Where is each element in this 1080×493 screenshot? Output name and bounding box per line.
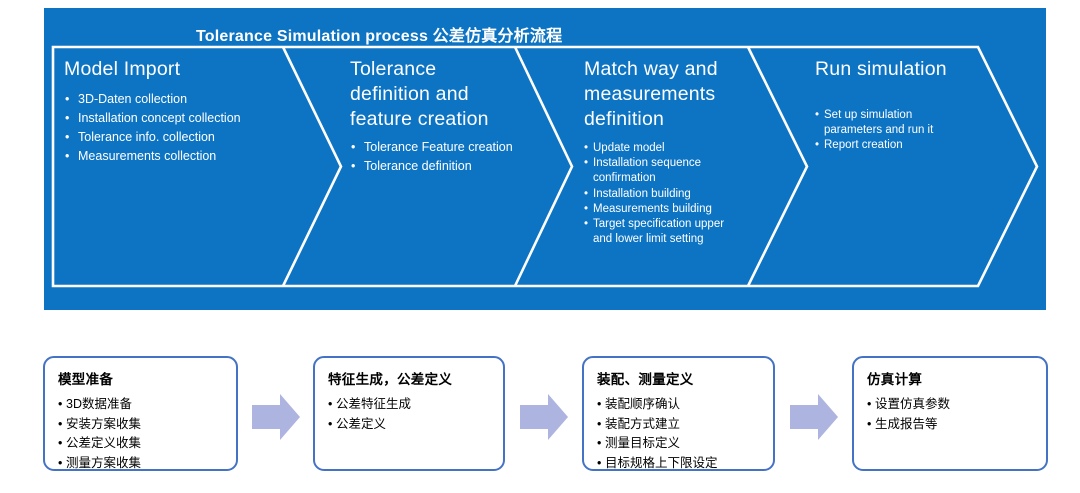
bullet-item: 安装方案收集 [58,415,226,435]
right-arrow-icon-3 [790,394,838,440]
bullet-item: 装配顺序确认 [597,395,763,415]
bullet-item: Tolerance Feature creation [350,138,520,157]
step-bullet-list: Set up simulation parameters and run itR… [815,108,941,154]
step-tolerance-definition: Tolerance definition and feature creatio… [350,57,520,176]
bullet-item: 生成报告等 [867,415,1036,435]
bullet-item: 目标规格上下限设定 [597,454,763,474]
bullet-item: 公差定义 [328,415,493,435]
bullet-item: Tolerance info. collection [64,128,282,147]
bullet-item: Tolerance definition [350,157,520,176]
step-title: Tolerance definition and feature creatio… [350,58,489,130]
step-title: Model Import [64,58,181,80]
right-arrow-icon-1 [252,394,300,440]
bullet-item: Measurements building [584,202,744,217]
bullet-item: Installation sequence confirmation [584,156,744,186]
box-assembly-measurement: 装配、测量定义 装配顺序确认装配方式建立测量目标定义目标规格上下限设定 [582,356,775,473]
step-run-simulation: Run simulation Set up simulation paramet… [815,57,983,154]
bullet-item: 公差特征生成 [328,395,493,415]
right-arrow-icon-2 [520,394,568,440]
box-title: 模型准备 [58,372,114,387]
box-title: 仿真计算 [867,372,923,387]
box-title: 装配、测量定义 [597,372,694,387]
step-bullet-list: Tolerance Feature creationTolerance defi… [350,138,520,176]
box-bullet-list: 公差特征生成公差定义 [328,395,493,434]
bullet-item: Target specification upper and lower lim… [584,217,744,247]
banner-title: Tolerance Simulation process 公差仿真分析流程 [196,28,563,45]
step-bullet-list: Update modelInstallation sequence confir… [584,141,744,247]
bullet-item: Installation building [584,187,744,202]
bullet-item: Installation concept collection [64,109,282,128]
step-model-import: Model Import 3D-Daten collectionInstalla… [64,57,282,166]
step-bullet-list: 3D-Daten collectionInstallation concept … [64,90,282,166]
box-bullet-list: 设置仿真参数生成报告等 [867,395,1036,434]
box-feature-generation: 特征生成，公差定义 公差特征生成公差定义 [313,356,505,471]
bullet-item: Report creation [815,138,941,153]
bullet-item: 设置仿真参数 [867,395,1036,415]
box-bullet-list: 3D数据准备安装方案收集公差定义收集测量方案收集 [58,395,226,473]
bullet-item: Update model [584,141,744,156]
bullet-item: Set up simulation parameters and run it [815,108,941,138]
bullet-item: 3D数据准备 [58,395,226,415]
box-bullet-list: 装配顺序确认装配方式建立测量目标定义目标规格上下限设定 [597,395,763,473]
bullet-item: 3D-Daten collection [64,90,282,109]
box-model-preparation: 模型准备 3D数据准备安装方案收集公差定义收集测量方案收集 [43,356,238,473]
bullet-item: 公差定义收集 [58,434,226,454]
step-title: Run simulation [815,58,947,80]
box-simulation-calculation: 仿真计算 设置仿真参数生成报告等 [852,356,1048,471]
bullet-item: 测量目标定义 [597,434,763,454]
box-title: 特征生成，公差定义 [328,372,453,387]
bullet-item: Measurements collection [64,147,282,166]
bullet-item: 测量方案收集 [58,454,226,474]
step-title: Match way and measurements definition [584,58,718,130]
bullet-item: 装配方式建立 [597,415,763,435]
step-match-way: Match way and measurements definition Up… [584,57,744,247]
